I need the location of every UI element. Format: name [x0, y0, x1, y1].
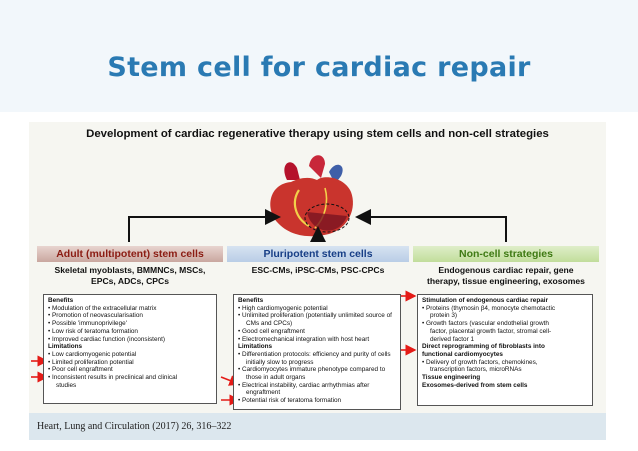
box-line: functional cardiomyocytes [422, 350, 503, 358]
box-line: Inconsistent results in preclinical and … [48, 374, 212, 382]
box-pluripotent: Benefits High cardiomyogenic potential U… [233, 294, 401, 410]
adult-to-heart-arrow [128, 209, 281, 242]
box-line: engraftment [246, 389, 281, 397]
subtitle-pluripotent: ESC-CMs, iPSC-CMs, PSC-CPCs [251, 265, 385, 275]
subtitle-noncell: Endogenous cardiac repair, gene therapy,… [427, 265, 585, 286]
box-line: those in adult organs [246, 374, 306, 382]
noncell-to-heart-arrow [355, 209, 507, 242]
box-line: Limitations [238, 343, 273, 351]
box-noncell: Stimulation of endogenous cardiac repair… [417, 294, 593, 406]
box-line: Delivery of growth factors, chemokines, [422, 359, 588, 367]
box-line: Possible 'immunoprivilege' [48, 320, 212, 328]
box-line: Growth factors (vascular endothelial gro… [422, 320, 588, 328]
box-line: initially slow to progress [246, 358, 314, 366]
heart-illustration [270, 155, 353, 237]
figure-title: Development of cardiac regenerative ther… [86, 128, 549, 140]
subtitle-adult: Skeletal myoblasts, BMMNCs, MSCs, EPCs, … [54, 265, 206, 286]
box-line: Electromechanical integration with host … [238, 336, 396, 344]
box-line: Cardiomyocytes immature phenotype compar… [238, 366, 396, 374]
box-line: Differentiation protocols: efficiency an… [238, 351, 396, 359]
diagram-figure: Development of cardiac regenerative ther… [29, 122, 606, 413]
box-line: Benefits [238, 297, 264, 304]
box-line: Proteins (thymosin β4, monocyte chemotac… [422, 305, 588, 313]
box-line: Limited proliferation potential [48, 359, 212, 367]
box-line: Limitations [48, 343, 83, 351]
box-line: Improved cardiac function (inconsistent) [48, 336, 212, 344]
box-line: derived factor 1 [430, 335, 475, 343]
box-line: Exosomes-derived from stem cells [422, 381, 528, 389]
box-line: Low risk of teratoma formation [48, 328, 212, 336]
citation-bar: Heart, Lung and Circulation (2017) 26, 3… [29, 413, 606, 440]
box-line: factor, placental growth factor, stromal… [430, 327, 552, 335]
box-line: protein 3) [430, 312, 457, 320]
header-adult-stem-cells: Adult (multipotent) stem cells [37, 246, 223, 262]
box-line: Unlimited proliferation (potentially unl… [238, 312, 396, 320]
box-line: Electrical instability, cardiac arrhythm… [238, 382, 396, 390]
diagram-graphics [31, 155, 507, 406]
box-line: Direct reprogramming of fibroblasts into [422, 343, 545, 351]
box-line: transcription factors, microRNAs [430, 366, 522, 374]
header-pluripotent-stem-cells: Pluripotent stem cells [227, 246, 409, 262]
header-non-cell-strategies: Non-cell strategies [413, 246, 599, 262]
box-line: Tissue engineering [422, 374, 481, 382]
box-line: Good cell engraftment [238, 328, 396, 336]
box-line: Potential risk of teratoma formation [238, 397, 396, 405]
box-line: Poor cell engraftment [48, 366, 212, 374]
box-line: Benefits [48, 297, 74, 304]
box-line: studies [56, 381, 77, 389]
box-line: High cardiomyogenic potential [238, 305, 396, 313]
box-line: Stimulation of endogenous cardiac repair [422, 297, 549, 304]
box-adult: Benefits Modulation of the extracellular… [43, 294, 217, 404]
box-line: Promotion of neovascularisation [48, 312, 212, 320]
citation-text: Heart, Lung and Circulation (2017) 26, 3… [37, 421, 232, 432]
box-line: CMs and CPCs) [246, 320, 293, 328]
title-band [0, 0, 638, 112]
slide-title: Stem cell for cardiac repair [107, 52, 531, 83]
box-line: Modulation of the extracellular matrix [48, 305, 212, 313]
box-line: Low cardiomyogenic potential [48, 351, 212, 359]
